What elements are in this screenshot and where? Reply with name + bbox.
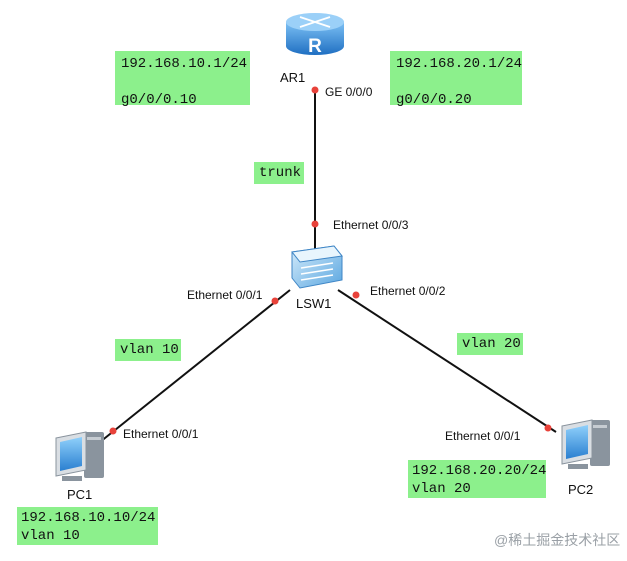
link-lsw1-pc2: [337, 289, 557, 433]
port-label-ar1-ge: GE 0/0/0: [325, 85, 373, 99]
port-label-lsw1-e3: Ethernet 0/0/3: [333, 218, 409, 232]
device-label-ar1: AR1: [280, 70, 306, 85]
switch-icon[interactable]: [291, 245, 343, 289]
pc2-icon[interactable]: [561, 419, 610, 469]
note-pc2: 192.168.20.20/24 vlan 20: [408, 460, 546, 498]
note-pc1: 192.168.10.10/24 vlan 10: [17, 507, 158, 545]
note-subif-10-if: g0/0/0.10: [121, 92, 197, 108]
device-label-lsw1: LSW1: [296, 296, 332, 311]
port-dot-ar1-ge: [311, 86, 319, 94]
port-dot-lsw1-e2: [352, 291, 360, 299]
note-pc1-ip: 192.168.10.10/24: [21, 510, 156, 526]
port-dot-pc1: [109, 427, 117, 435]
note-vlan10: vlan 10: [115, 339, 181, 361]
note-subif-20-if: g0/0/0.20: [396, 92, 472, 108]
note-subif-20: 192.168.20.1/24 g0/0/0.20: [390, 51, 523, 108]
port-label-lsw1-e1: Ethernet 0/0/1: [187, 288, 263, 302]
note-trunk: trunk: [254, 162, 304, 184]
port-label-lsw1-e2: Ethernet 0/0/2: [370, 284, 446, 298]
note-subif-10-ip: 192.168.10.1/24: [121, 56, 248, 72]
port-dot-lsw1-e3: [311, 220, 319, 228]
note-pc2-vlan: vlan 20: [412, 481, 471, 497]
watermark: @稀土掘金技术社区: [494, 532, 621, 548]
svg-text:R: R: [308, 36, 322, 57]
device-label-pc1: PC1: [67, 487, 93, 502]
port-dot-pc2: [544, 424, 552, 432]
router-icon[interactable]: R: [286, 13, 344, 57]
port-dot-lsw1-e1: [271, 297, 279, 305]
note-subif-10: 192.168.10.1/24 g0/0/0.10: [115, 51, 250, 108]
note-pc2-ip: 192.168.20.20/24: [412, 463, 547, 479]
link-lsw1-pc1: [99, 289, 291, 443]
note-subif-20-ip: 192.168.20.1/24: [396, 56, 523, 72]
port-label-pc1: Ethernet 0/0/1: [123, 427, 199, 441]
note-pc1-vlan: vlan 10: [21, 528, 80, 544]
note-vlan20: vlan 20: [457, 333, 523, 355]
device-label-pc2: PC2: [568, 482, 594, 497]
port-label-pc2: Ethernet 0/0/1: [445, 429, 521, 443]
pc1-icon[interactable]: [55, 431, 104, 481]
